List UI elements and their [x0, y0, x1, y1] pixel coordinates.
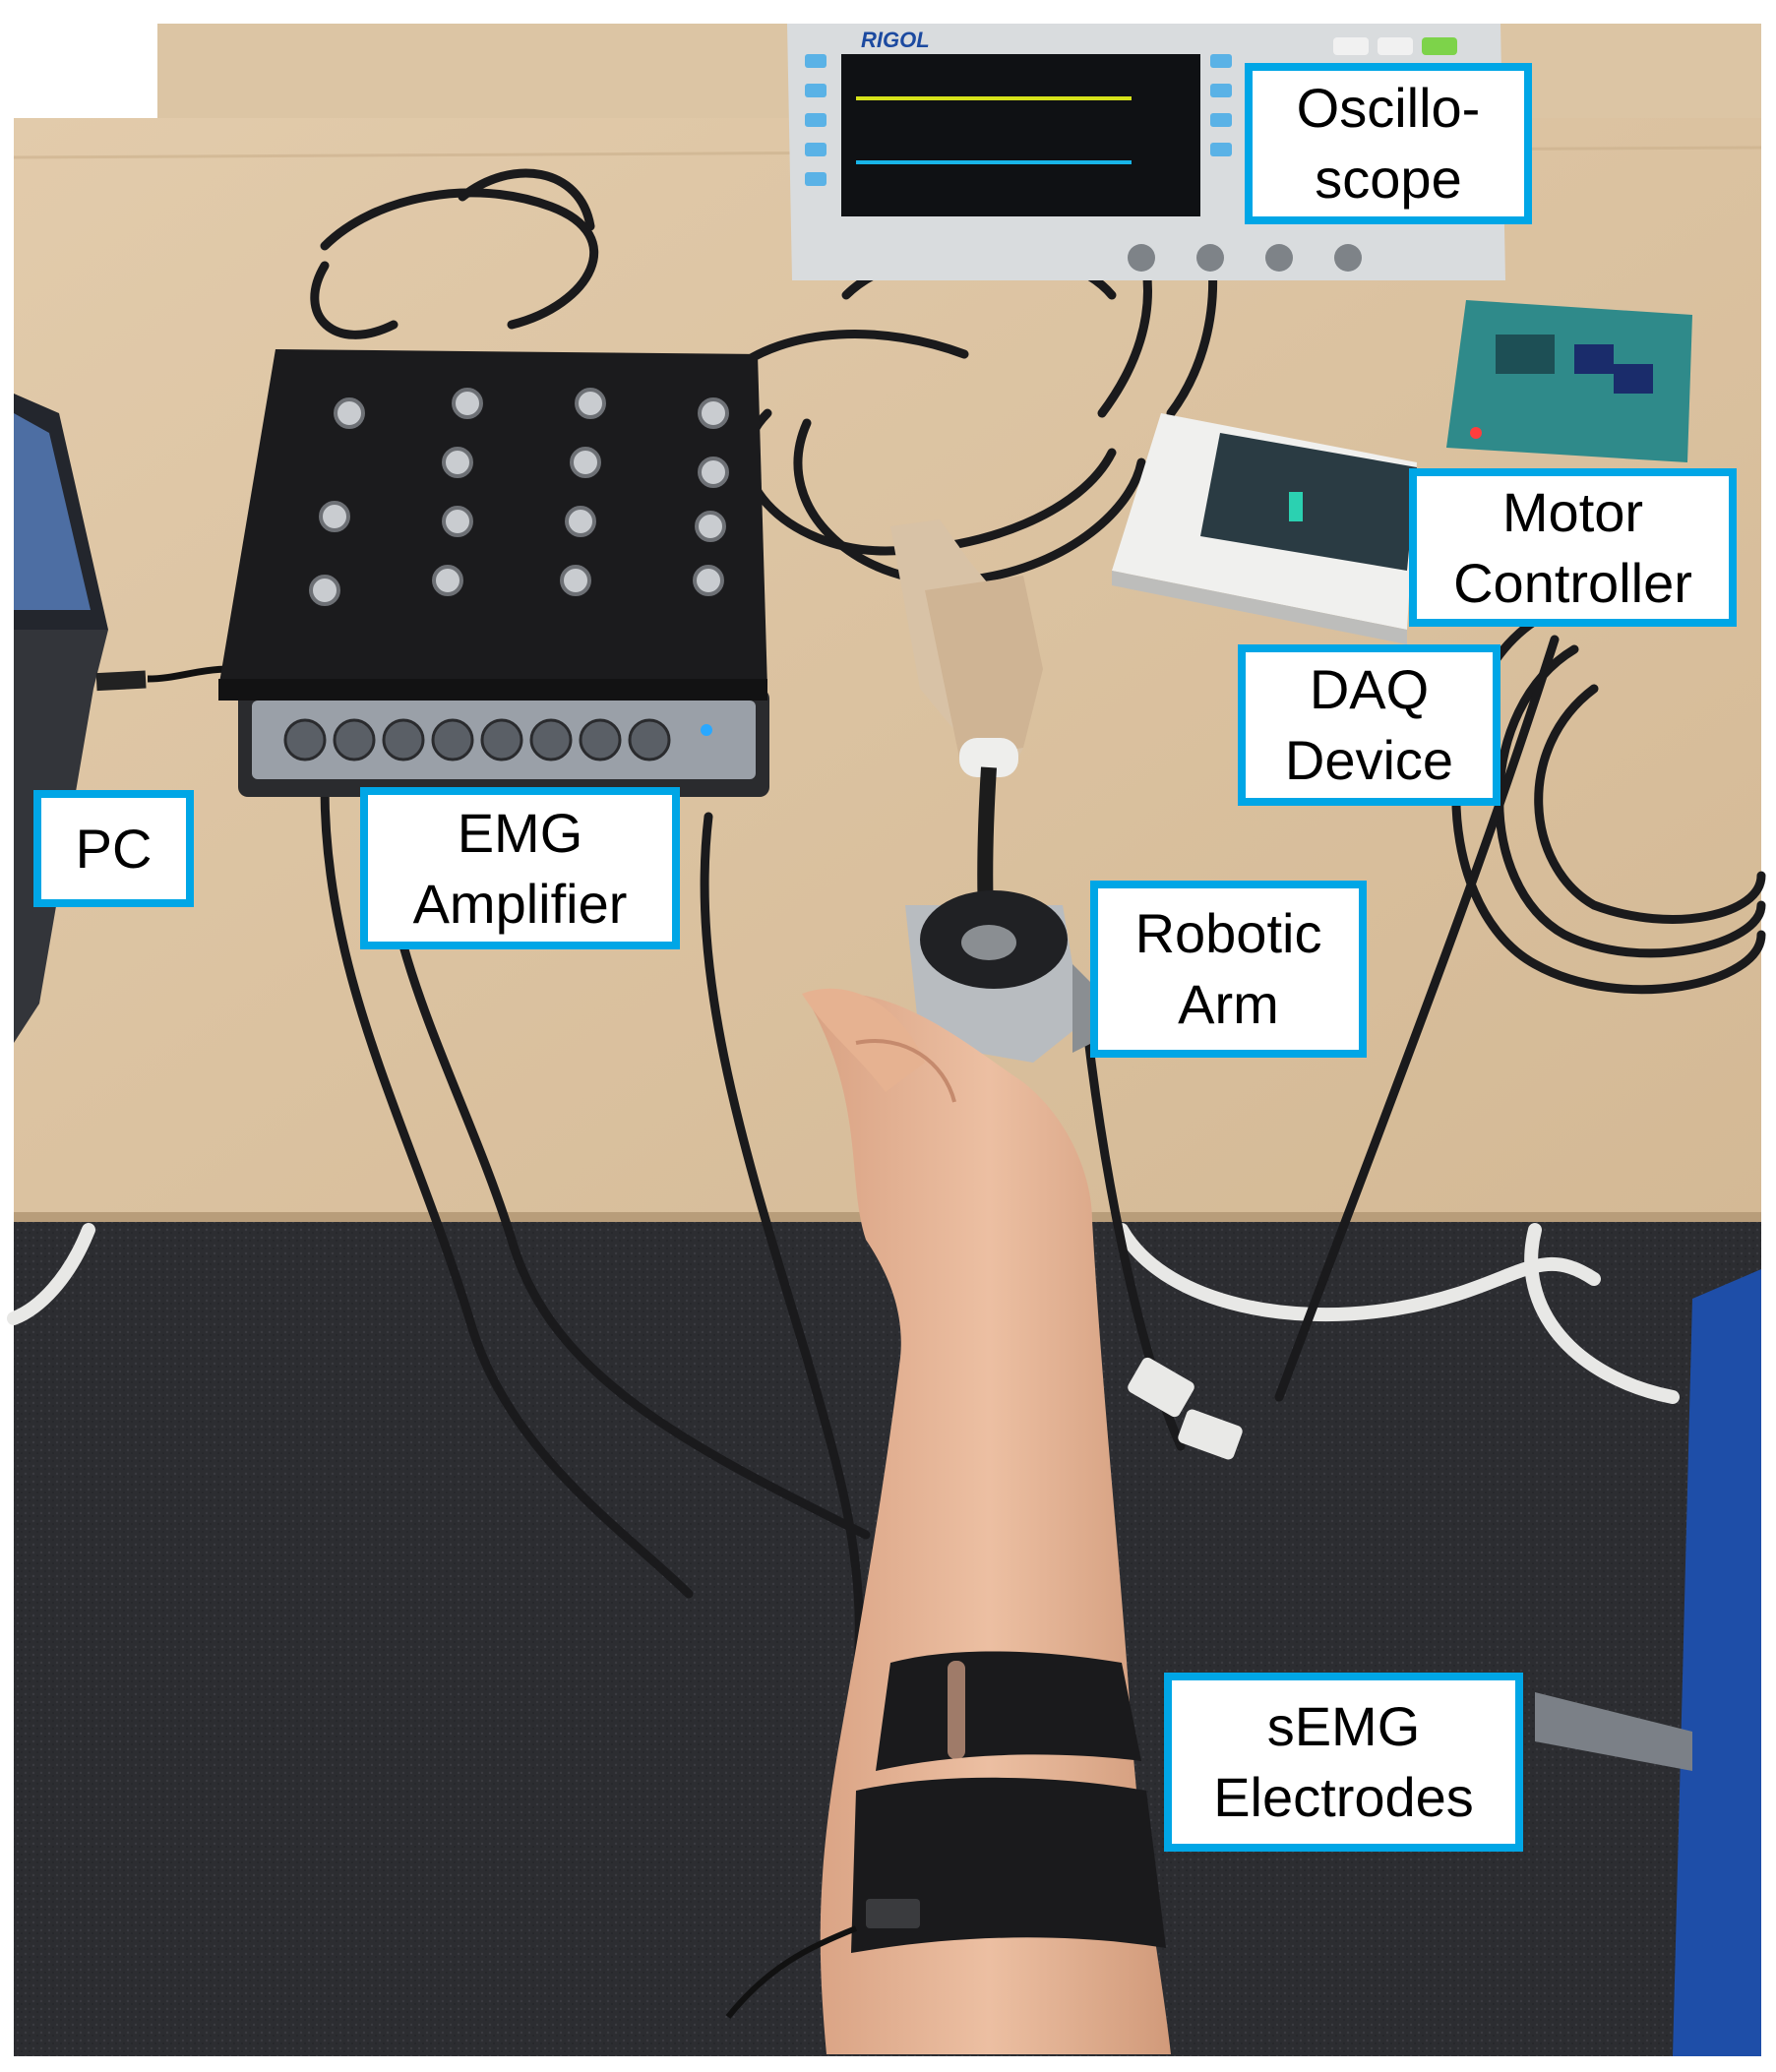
semg-armbands [725, 1651, 1166, 2019]
motor-controller-board [1446, 300, 1692, 462]
label-motor-controller: Motor Controller [1409, 468, 1737, 627]
robotic-arm [890, 519, 1092, 1063]
label-emg-amplifier: EMG Amplifier [360, 787, 680, 949]
label-semg-electrodes: sEMG Electrodes [1164, 1673, 1523, 1852]
label-pc: PC [33, 790, 194, 907]
floor-cables [7, 1223, 1680, 1404]
emg-amplifier-box [218, 349, 769, 797]
chair [1673, 1269, 1761, 2056]
oscilloscope-brand: RIGOL [861, 28, 930, 52]
daq-device-box [1112, 413, 1417, 644]
label-daq-device: DAQ Device [1238, 644, 1500, 806]
label-robotic-arm: Robotic Arm [1090, 881, 1367, 1058]
label-oscilloscope: Oscillo- scope [1245, 63, 1532, 224]
laptop-icon [14, 394, 147, 1043]
connector-plug [1128, 1357, 1243, 1460]
